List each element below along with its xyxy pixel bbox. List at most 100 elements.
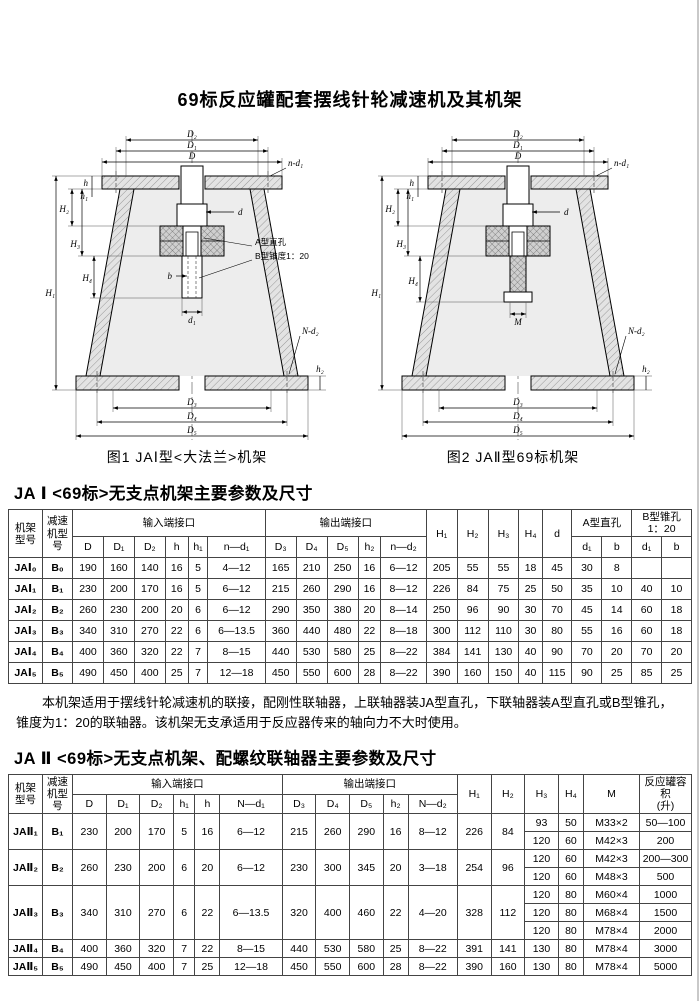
col-D4: D₄ <box>315 793 350 815</box>
table-cell: 5 <box>187 578 209 601</box>
table-cell: 30 <box>518 620 543 643</box>
table-cell: 16 <box>357 578 382 601</box>
table-cell: 160 <box>490 957 526 977</box>
table1-head: 机架型号 减速机型号 输入端接口 输出端接口 H₁ H₂ H₃ H₄ d A型直… <box>8 508 692 559</box>
bore-dashed-lines <box>187 256 197 298</box>
table-cell: 20 <box>601 641 633 664</box>
col-H1: H₁ <box>456 774 492 815</box>
table-cell: 270 <box>133 620 166 643</box>
col-group-b-taper: B型锥孔 1：20 <box>631 508 692 538</box>
table-cell: 6 <box>187 620 209 643</box>
dim-label-H4: H₄ <box>407 276 418 286</box>
table-cell: 384 <box>425 641 458 664</box>
col-N-d1: N—d₁ <box>219 793 283 815</box>
table-cell: 200 <box>105 813 141 851</box>
table-cell: 96 <box>456 599 489 622</box>
table-cell: 12—18 <box>207 662 266 685</box>
table-cell: 600 <box>349 957 384 977</box>
table-cell: 55 <box>456 557 489 580</box>
table-cell: 112 <box>456 620 489 643</box>
dim-label-b: b <box>168 271 173 281</box>
reducer-model-cell: B₂ <box>42 599 73 622</box>
table-cell: 45 <box>541 557 573 580</box>
table-cell: 310 <box>105 885 141 941</box>
table-cell: 328 <box>456 885 492 941</box>
table-cell: 90 <box>541 641 573 664</box>
table-cell: 6—12 <box>219 813 283 851</box>
frame-model-cell: JAⅡ₅ <box>8 957 43 977</box>
table-cell: 450 <box>102 662 135 685</box>
table-cell: 16 <box>382 813 409 851</box>
table-cell: 22 <box>164 641 189 664</box>
table-cell: 391 <box>456 939 492 959</box>
col-a-d1: d₁ <box>571 536 603 559</box>
annotation-a-hole: A型直孔 <box>255 237 287 247</box>
col-h: h <box>164 536 189 559</box>
table-cell: 320 <box>281 885 317 941</box>
table-cell: 22 <box>382 885 409 941</box>
table-cell: 340 <box>72 885 107 941</box>
table-cell: 530 <box>315 939 350 959</box>
table-cell: 130 <box>524 957 559 977</box>
table-cell: 6—12 <box>207 578 266 601</box>
table-cell: 550 <box>315 957 350 977</box>
table-cell: 8—22 <box>380 662 427 685</box>
col-D2: D₂ <box>139 793 174 815</box>
table-cell: 25 <box>661 662 692 685</box>
table-cell: 6—12 <box>219 849 283 887</box>
col-n-d1: n—d₁ <box>207 536 266 559</box>
table-cell: 290 <box>349 813 384 851</box>
col-D3: D₃ <box>281 793 317 815</box>
figure1-caption: 图1 JAⅠ型<大法兰>机架 <box>106 449 268 465</box>
table-cell: 450 <box>264 662 297 685</box>
table-cell: 490 <box>72 957 107 977</box>
table-cell: 18 <box>661 599 692 622</box>
table-cell: 390 <box>456 957 492 977</box>
reducer-model-cell: B₁ <box>42 813 73 851</box>
dim-label-M: M <box>513 317 522 327</box>
table-cell: 8—15 <box>207 641 266 664</box>
dim-label-H3: H₃ <box>395 239 406 249</box>
table-cell: 84 <box>456 578 489 601</box>
dim-label-D1: D₁ <box>186 140 197 150</box>
table-cell: 4—12 <box>207 557 266 580</box>
table-cell: 12—18 <box>219 957 283 977</box>
col-frame-model: 机架型号 <box>8 508 43 559</box>
table-cell: 25 <box>357 641 382 664</box>
table-cell: 6—12 <box>380 557 427 580</box>
col-D3: D₃ <box>264 536 297 559</box>
reducer-model-cell: B₁ <box>42 578 73 601</box>
table-cell: 230 <box>102 599 135 622</box>
col-h: h <box>194 793 221 815</box>
col-D5: D₅ <box>349 793 384 815</box>
table-cell: 16 <box>194 813 221 851</box>
col-group-output: 输出端接口 <box>264 508 427 538</box>
table-cell: 1000 <box>639 885 692 905</box>
b-taper-line1: B型锥孔 <box>642 511 681 523</box>
table-cell: 84 <box>490 813 526 851</box>
col-D: D <box>72 536 104 559</box>
table-cell: 70 <box>541 599 573 622</box>
table-cell: 160 <box>102 557 135 580</box>
col-d: d <box>541 508 573 559</box>
table-cell: 22 <box>164 620 189 643</box>
table-cell: 50 <box>541 578 573 601</box>
table-cell: 400 <box>133 662 166 685</box>
table-cell: 340 <box>72 620 104 643</box>
table-cell: 8—22 <box>407 957 458 977</box>
table-cell: 14 <box>601 599 633 622</box>
leader-lines <box>198 167 301 375</box>
table-cell: 1500 <box>639 903 692 923</box>
reducer-model-cell: B₄ <box>42 939 73 959</box>
dim-label-D2: D₂ <box>512 129 523 139</box>
table-cell: 5000 <box>639 957 692 977</box>
col-volume: 反应罐容积 (升) <box>639 774 692 815</box>
